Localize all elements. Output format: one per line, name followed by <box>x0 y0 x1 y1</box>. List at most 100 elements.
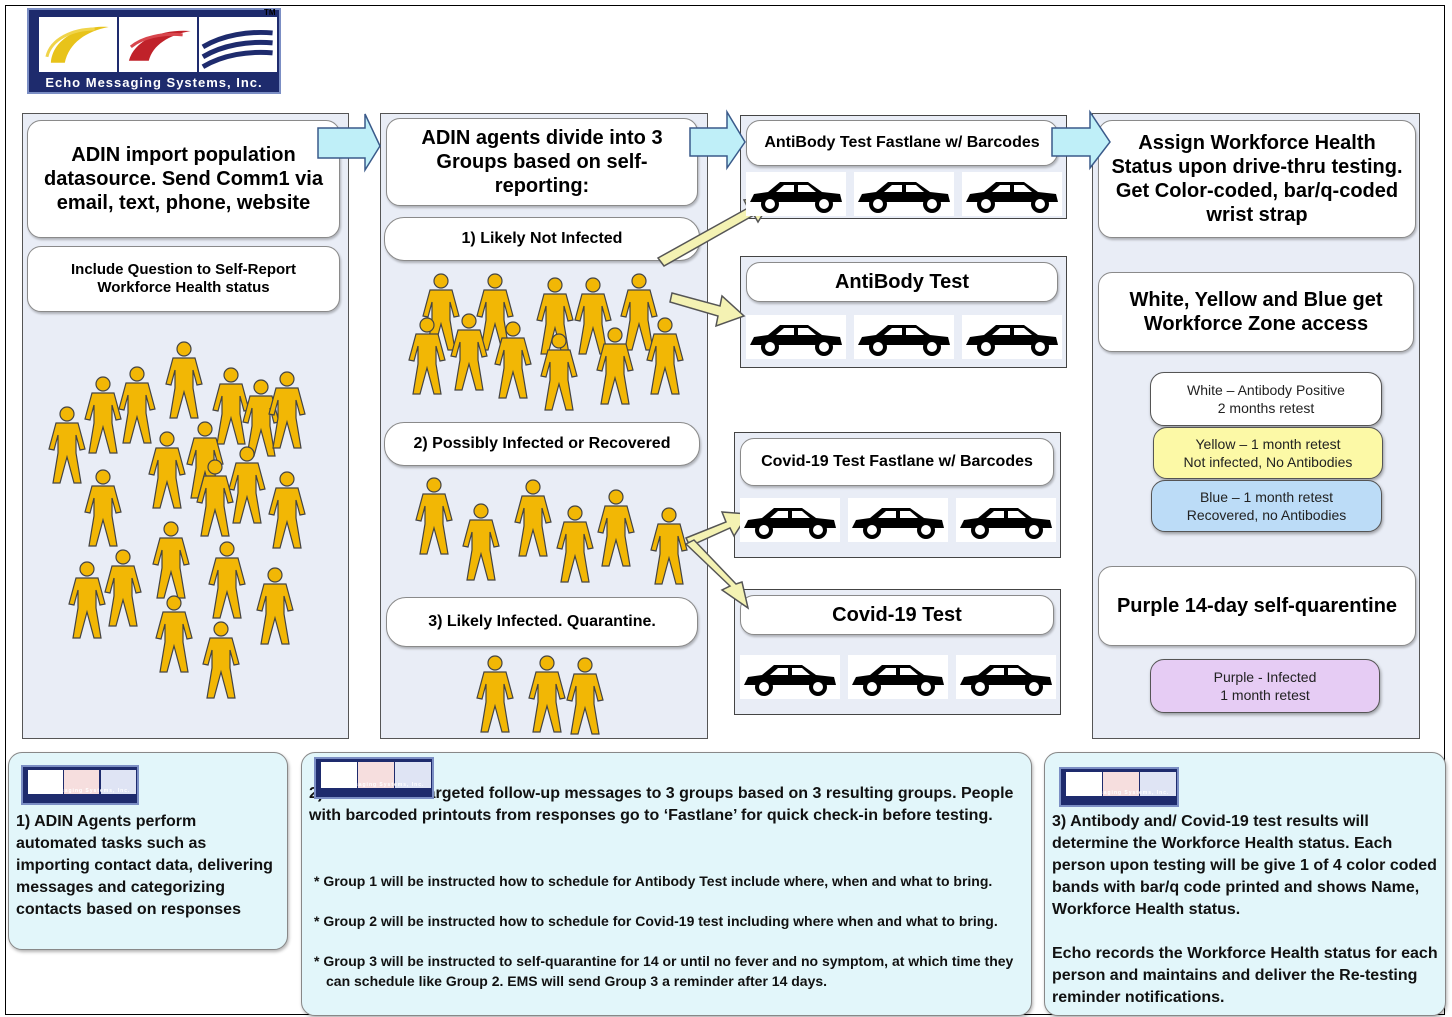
person-icon <box>256 566 294 651</box>
note-logo: Echo Messaging Systems, Inc. <box>1059 767 1179 807</box>
yellow-band-line2: Not infected, No Antibodies <box>1183 454 1353 470</box>
antibody-lane-title: AntiBody Test <box>746 262 1058 302</box>
car-icon <box>956 655 1056 704</box>
person-icon <box>646 316 684 401</box>
person-icon <box>84 375 122 460</box>
assign-status-box: Assign Workforce Health Status upon driv… <box>1098 120 1416 238</box>
car-icon <box>740 655 840 704</box>
antibody-fastlane-title: AntiBody Test Fastlane w/ Barcodes <box>746 120 1058 166</box>
person-icon <box>574 276 612 361</box>
car-icon <box>854 172 954 221</box>
car-icon <box>956 498 1056 547</box>
purple-band-pill: Purple - Infected 1 month retest <box>1150 659 1380 713</box>
note-logo-caption: Echo Messaging Systems, Inc. <box>323 782 425 789</box>
note-logo-caption: Echo Messaging Systems, Inc. <box>1068 790 1170 797</box>
import-title-box: ADIN import population datasource. Send … <box>27 120 340 238</box>
person-icon <box>597 488 635 573</box>
person-icon <box>152 520 190 605</box>
self-report-question-box: Include Question to Self-Report Workforc… <box>27 246 340 312</box>
person-icon <box>68 560 106 645</box>
note-followup-head: 2) ADIN sends targeted follow-up message… <box>309 785 1014 824</box>
person-icon <box>268 370 306 455</box>
covid-fastlane-title: Covid-19 Test Fastlane w/ Barcodes <box>740 438 1054 486</box>
person-icon <box>540 332 578 417</box>
person-icon <box>408 316 446 401</box>
note-results-text2: Echo records the Workforce Health status… <box>1052 945 1438 1006</box>
car-icon <box>740 498 840 547</box>
groups-title-box: ADIN agents divide into 3 Groups based o… <box>386 118 698 206</box>
logo-caption: Echo Messaging Systems, Inc. <box>45 75 263 91</box>
person-icon <box>202 620 240 705</box>
purple-quarantine-box: Purple 14-day self-quarentine <box>1098 566 1416 646</box>
note-followup-bullet3: * Group 3 will be instructed to self-qua… <box>314 953 1014 989</box>
person-icon <box>596 326 634 411</box>
note-followup-bullet2: * Group 2 will be instructed how to sche… <box>314 913 998 929</box>
person-icon <box>268 470 306 555</box>
note-logo: Echo Messaging Systems, Inc. <box>21 765 139 805</box>
person-icon <box>556 504 594 589</box>
note-agents: Echo Messaging Systems, Inc. 1) ADIN Age… <box>8 752 288 950</box>
arrow-right-icon <box>317 113 381 173</box>
person-icon <box>415 476 453 561</box>
person-icon <box>528 654 566 739</box>
note-results-text: 3) Antibody and/ Covid-19 test results w… <box>1052 813 1437 918</box>
person-icon <box>450 312 488 397</box>
arrow-right-icon <box>669 292 746 328</box>
person-icon <box>566 656 604 741</box>
person-icon <box>620 272 658 357</box>
arrow-right-icon <box>689 109 746 171</box>
arrow-right-icon <box>1051 109 1111 171</box>
note-logo: Echo Messaging Systems, Inc. <box>314 757 434 799</box>
trademark-label: TM <box>264 8 276 17</box>
note-followup-bullet1: * Group 1 will be instructed how to sche… <box>314 873 993 889</box>
person-icon <box>650 506 688 591</box>
person-icon <box>84 468 122 553</box>
arrow-diagonal-icon <box>684 539 750 610</box>
person-icon <box>148 430 186 515</box>
purple-band-line1: Purple - Infected <box>1213 669 1317 685</box>
person-icon <box>196 458 234 543</box>
white-band-line2: 2 months retest <box>1217 400 1315 416</box>
person-icon <box>208 540 246 625</box>
person-icon <box>514 478 552 563</box>
car-icon <box>746 172 846 221</box>
person-icon <box>476 654 514 739</box>
purple-band-line2: 1 month retest <box>1220 687 1310 703</box>
group3-box: 3) Likely Infected. Quarantine. <box>386 597 698 647</box>
person-icon <box>155 594 193 679</box>
car-icon <box>746 315 846 364</box>
car-icon <box>962 172 1062 221</box>
car-icon <box>854 315 954 364</box>
note-results: Echo Messaging Systems, Inc. 3) Antibody… <box>1044 752 1446 1016</box>
note-agents-text: 1) ADIN Agents perform automated tasks s… <box>16 813 273 918</box>
person-icon <box>104 548 142 633</box>
echo-logo: Echo Messaging Systems, Inc. <box>27 8 281 94</box>
person-icon <box>165 340 203 425</box>
group1-box: 1) Likely Not Infected <box>384 217 700 261</box>
covid-lane-title: Covid-19 Test <box>740 595 1054 635</box>
white-band-line1: White – Antibody Positive <box>1187 382 1345 398</box>
white-band-pill: White – Antibody Positive 2 months retest <box>1150 372 1382 426</box>
note-logo-caption: Echo Messaging Systems, Inc. <box>29 788 131 795</box>
car-icon <box>848 498 948 547</box>
person-icon <box>462 502 500 587</box>
car-icon <box>962 315 1062 364</box>
yellow-band-line1: Yellow – 1 month retest <box>1195 436 1341 452</box>
group2-box: 2) Possibly Infected or Recovered <box>384 422 700 466</box>
person-icon <box>118 365 156 450</box>
note-followup: 2) ADIN sends targeted follow-up message… <box>301 752 1032 1016</box>
person-icon <box>494 320 532 405</box>
blue-band-line1: Blue – 1 month retest <box>1199 489 1334 505</box>
person-icon <box>228 445 266 530</box>
zone-access-box: White, Yellow and Blue get Workforce Zon… <box>1098 272 1414 352</box>
person-icon <box>48 405 86 490</box>
logo-red-swoosh-icon <box>119 16 197 73</box>
person-icon <box>212 366 250 451</box>
person-icon <box>476 272 514 357</box>
logo-yellow-swoosh-icon <box>39 16 117 73</box>
car-icon <box>848 655 948 704</box>
blue-band-line2: Recovered, no Antibodies <box>1186 507 1347 523</box>
